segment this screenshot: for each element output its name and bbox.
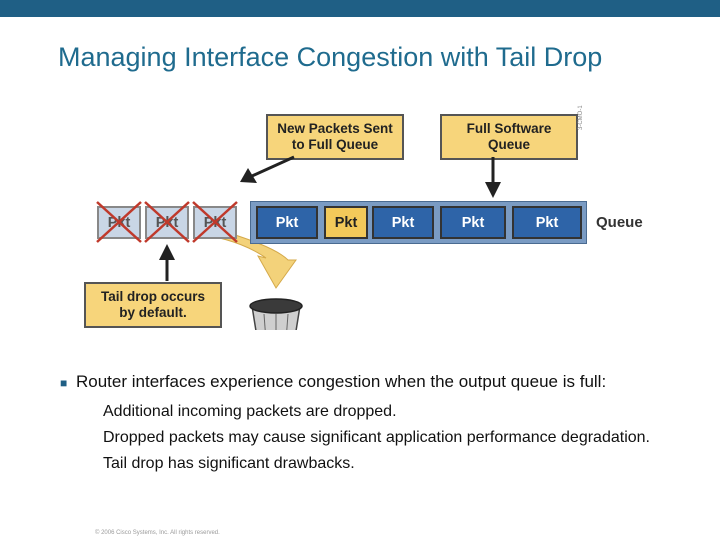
queued-packet-label: Pkt [275, 214, 299, 231]
callout-tail-drop: Tail drop occurs by default. [84, 282, 222, 328]
queued-packet: Pkt [512, 206, 582, 239]
queued-packet: Pkt [372, 206, 434, 239]
queued-packet-label: Pkt [461, 214, 485, 231]
slide-title: Managing Interface Congestion with Tail … [58, 42, 603, 72]
queued-packet-label: Pkt [535, 214, 559, 231]
queued-packet: Pkt [256, 206, 318, 239]
callout-software-queue-line2: Queue [487, 137, 530, 152]
drop-arrow [208, 229, 297, 289]
tail-drop-arrow [159, 244, 175, 281]
diagram-overlay [96, 155, 501, 330]
bullet-list: ■ Router interfaces experience congestio… [60, 372, 680, 480]
drop-cross [144, 201, 190, 243]
callout-software-queue-line1: Full Software [466, 121, 552, 136]
software-queue-arrow [485, 157, 501, 198]
trash-can-icon [249, 298, 303, 330]
queued-packet: Pkt [440, 206, 506, 239]
tail-drop-diagram: New Packets Sent to Full Queue Full Soft… [80, 105, 680, 330]
queued-packet-label: Pkt [391, 214, 415, 231]
drop-arrow-layer [208, 229, 297, 289]
header-bar [0, 0, 720, 17]
sub-bullet-list: Additional incoming packets are dropped.… [60, 402, 680, 474]
square-bullet-icon: ■ [60, 376, 68, 390]
bullet-text: Router interfaces experience congestion … [76, 372, 607, 391]
callout-new-packets-line1: New Packets Sent [277, 121, 393, 136]
queue-label: Queue [596, 214, 643, 231]
sub-bullet-item: Additional incoming packets are dropped. [103, 403, 397, 420]
callout-tail-drop-line1: Tail drop occurs [100, 289, 206, 304]
callout-new-packets-line2: to Full Queue [291, 137, 379, 152]
new-packets-arrow [240, 155, 295, 183]
drop-cross [96, 201, 142, 243]
queued-packet: Pkt [324, 206, 368, 239]
drop-cross [192, 201, 238, 243]
sub-bullet-item: Dropped packets may cause significant ap… [103, 429, 650, 446]
queued-packet-label: Pkt [334, 214, 358, 231]
callout-new-packets: New Packets Sent to Full Queue [266, 114, 404, 160]
sub-bullet-item: Tail drop has significant drawbacks. [103, 455, 355, 472]
bullet-item: ■ Router interfaces experience congestio… [60, 372, 680, 392]
callout-tail-drop-line2: by default. [119, 305, 187, 320]
callout-full-software-queue: Full Software Queue [440, 114, 578, 160]
copyright-footer: © 2006 Cisco Systems, Inc. All rights re… [95, 530, 220, 536]
